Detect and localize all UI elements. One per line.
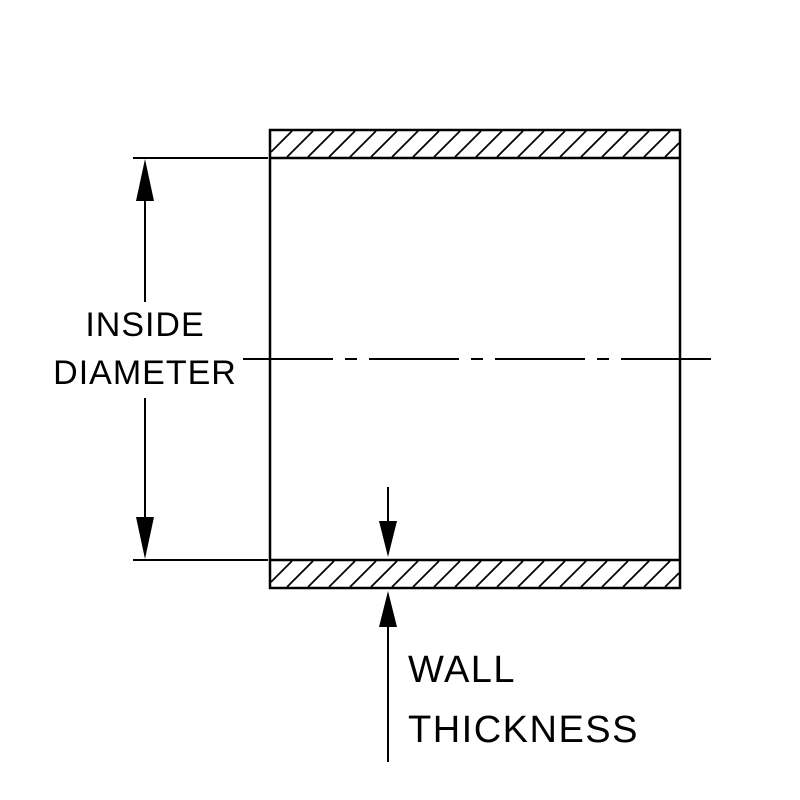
hatch-line [517, 560, 545, 588]
wall-thickness-up-arrow-icon [379, 591, 397, 627]
hatch-line [475, 560, 503, 588]
hatch-line [286, 560, 314, 588]
hatch-line [412, 560, 440, 588]
hatch-line [580, 130, 608, 158]
hatch-line [328, 560, 356, 588]
hatch-line [622, 130, 650, 158]
hatch-line [270, 560, 293, 583]
wall-thickness-down-arrow-icon [379, 521, 397, 557]
hatch-line [580, 560, 608, 588]
hatch-line [664, 142, 680, 158]
hatch-line [475, 130, 503, 158]
hatch-line [391, 130, 419, 158]
bottom-wall-hatching [270, 560, 680, 588]
hatch-line [433, 130, 461, 158]
hatch-line [454, 560, 482, 588]
hatch-line [454, 130, 482, 158]
inside-diameter-down-arrow-icon [136, 517, 154, 559]
top-wall-hatching [270, 130, 680, 158]
hatch-line [496, 130, 524, 158]
hatch-line [307, 130, 335, 158]
inside-diameter-dimension [133, 157, 268, 561]
hatch-line [433, 560, 461, 588]
hatch-line [370, 130, 398, 158]
inside-diameter-label-line1: INSIDE [85, 306, 204, 344]
inside-diameter-up-arrow-icon [136, 159, 154, 201]
hatch-line [601, 560, 629, 588]
hatch-line [349, 130, 377, 158]
hatch-line [559, 130, 587, 158]
wall-thickness-callout [379, 487, 397, 762]
hatch-line [538, 560, 566, 588]
hatch-line [517, 130, 545, 158]
hatch-line [643, 560, 671, 588]
hatch-line [559, 560, 587, 588]
inside-diameter-label-line2: DIAMETER [53, 354, 237, 392]
hatch-line [622, 560, 650, 588]
hatch-line [286, 130, 314, 158]
hatch-line [412, 130, 440, 158]
wall-thickness-label-line1: WALL [408, 649, 516, 691]
hatch-line [664, 572, 680, 588]
hatch-line [496, 560, 524, 588]
hatch-line [643, 130, 671, 158]
hatch-line [370, 560, 398, 588]
hatch-line [307, 560, 335, 588]
hatch-line [270, 130, 293, 153]
hatch-line [601, 130, 629, 158]
hatch-line [349, 560, 377, 588]
hatch-line [328, 130, 356, 158]
wall-thickness-label-line2: THICKNESS [408, 709, 639, 751]
hatch-line [538, 130, 566, 158]
hatch-line [391, 560, 419, 588]
